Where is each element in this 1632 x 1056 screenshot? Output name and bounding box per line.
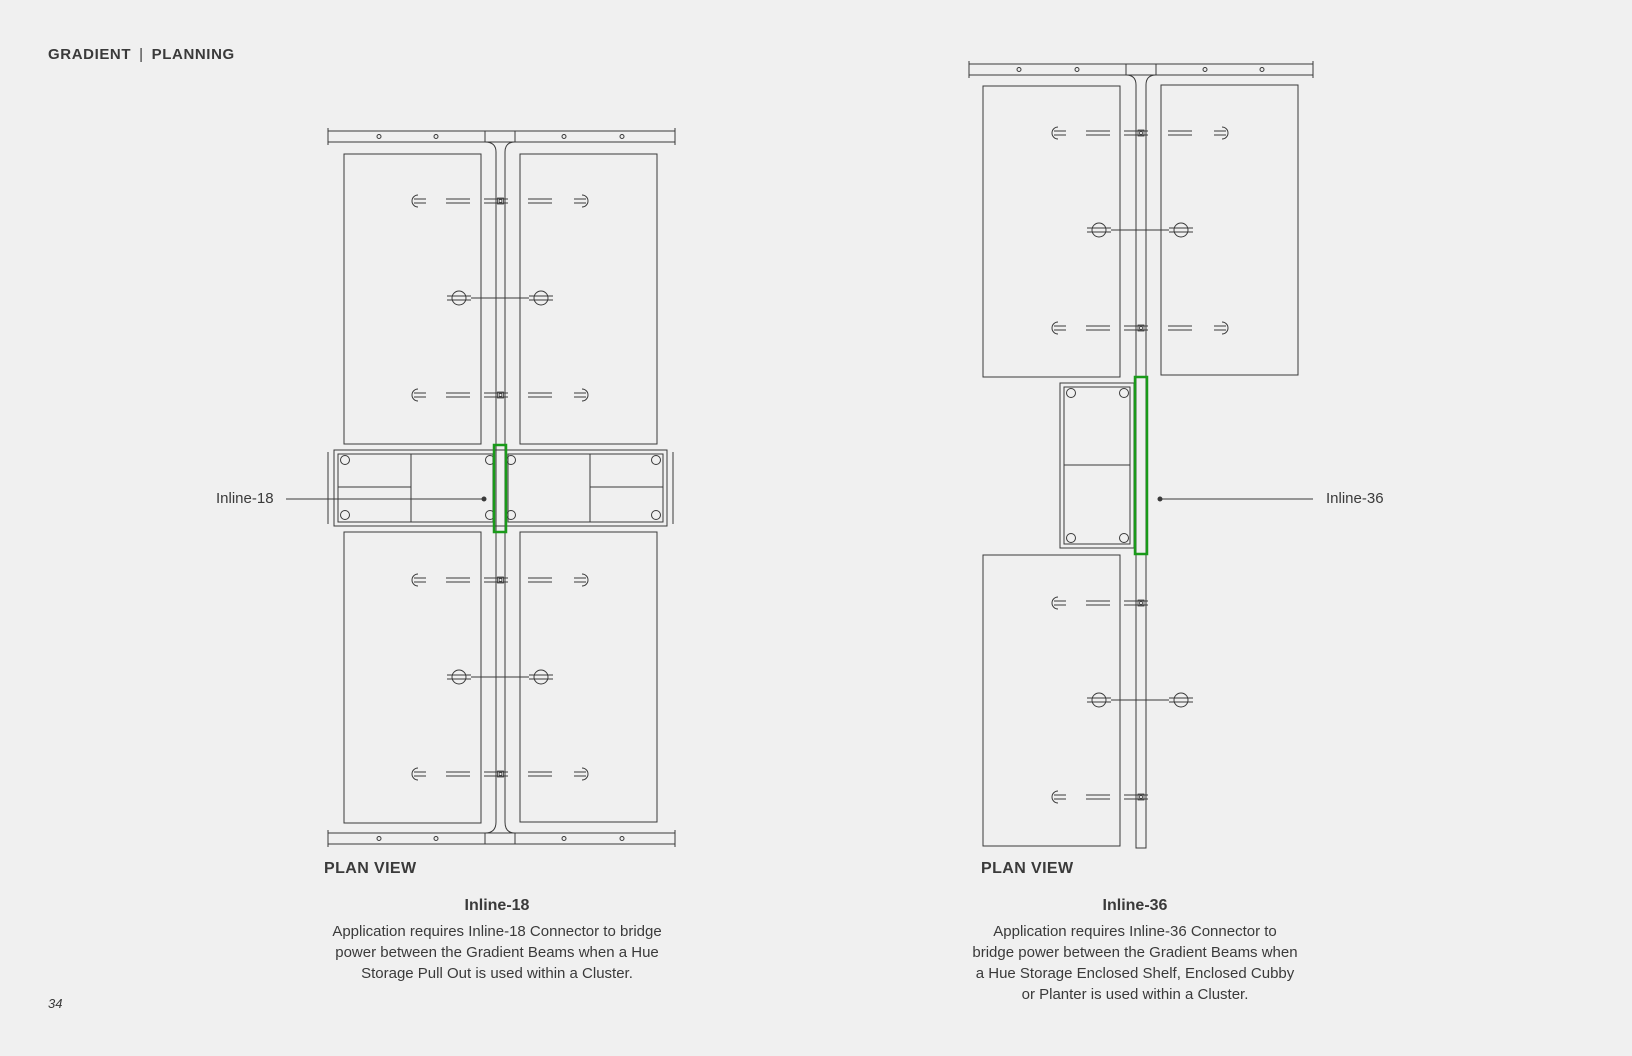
caption-line: a Hue Storage Enclosed Shelf, Enclosed C…	[975, 965, 1295, 982]
hardware-row	[446, 290, 554, 306]
inline-36-plan	[968, 61, 1314, 849]
hardware-row	[1051, 321, 1229, 335]
hardware-row	[1086, 222, 1194, 238]
caption-line: power between the Gradient Beams when a …	[335, 944, 659, 961]
panel-top-right	[519, 153, 658, 445]
hardware-row	[411, 767, 589, 781]
caption-title: Inline-36	[1102, 897, 1168, 914]
caption-line: Application requires Inline-36 Connector…	[993, 923, 1277, 940]
caption-body: Application requires Inline-18 Connector…	[297, 921, 697, 984]
caption-line: bridge power between the Gradient Beams …	[972, 944, 1298, 961]
hardware-row	[411, 388, 589, 402]
caption-body: Application requires Inline-36 Connector…	[935, 921, 1335, 1005]
callout-inline-36: Inline-36	[1326, 490, 1384, 507]
caption-line: Application requires Inline-18 Connector…	[332, 923, 662, 940]
header-separator: |	[139, 46, 144, 63]
panel-top-left	[982, 85, 1121, 378]
top-beam-right	[968, 61, 1314, 78]
page-number: 34	[48, 996, 63, 1011]
storage-pull-out	[327, 449, 674, 527]
panel-bottom-right	[519, 531, 658, 823]
inline-18-connector-highlight	[492, 443, 508, 534]
spine-right	[1125, 74, 1157, 849]
hardware-row	[446, 669, 554, 685]
caption-line: or Planter is used within a Cluster.	[1021, 986, 1249, 1003]
header-brand: GRADIENT	[48, 46, 132, 63]
bottom-beam-left	[327, 830, 676, 847]
plan-view-label-right: PLAN VIEW	[981, 860, 1074, 877]
caption-line: Storage Pull Out is used within a Cluste…	[361, 965, 633, 982]
hardware-row	[1086, 692, 1194, 708]
hardware-row	[411, 194, 589, 208]
panel-bottom-left	[982, 554, 1121, 847]
header-section: PLANNING	[151, 46, 235, 63]
panel-bottom-left	[343, 531, 482, 824]
hardware-row	[411, 573, 589, 587]
callout-leader-left	[286, 496, 487, 502]
caption-inline-18: Inline-18 Application requires Inline-18…	[297, 897, 697, 984]
plan-view-label-left: PLAN VIEW	[324, 860, 417, 877]
panel-top-right	[1160, 84, 1299, 376]
callout-inline-18: Inline-18	[216, 490, 274, 507]
callout-leader-right	[1157, 496, 1313, 502]
caption-title: Inline-18	[464, 897, 530, 914]
top-beam-left	[327, 128, 676, 145]
inline-36-connector-highlight	[1133, 375, 1149, 556]
panel-top-left	[343, 153, 482, 445]
hardware-row	[1051, 596, 1149, 610]
hardware-row	[1051, 126, 1229, 140]
storage-enclosed-unit	[1059, 382, 1135, 549]
page-header: GRADIENT | PLANNING	[48, 46, 235, 63]
spine-left	[484, 141, 516, 834]
hardware-row	[1051, 790, 1149, 804]
caption-inline-36: Inline-36 Application requires Inline-36…	[935, 897, 1335, 1005]
inline-18-plan	[286, 128, 676, 847]
